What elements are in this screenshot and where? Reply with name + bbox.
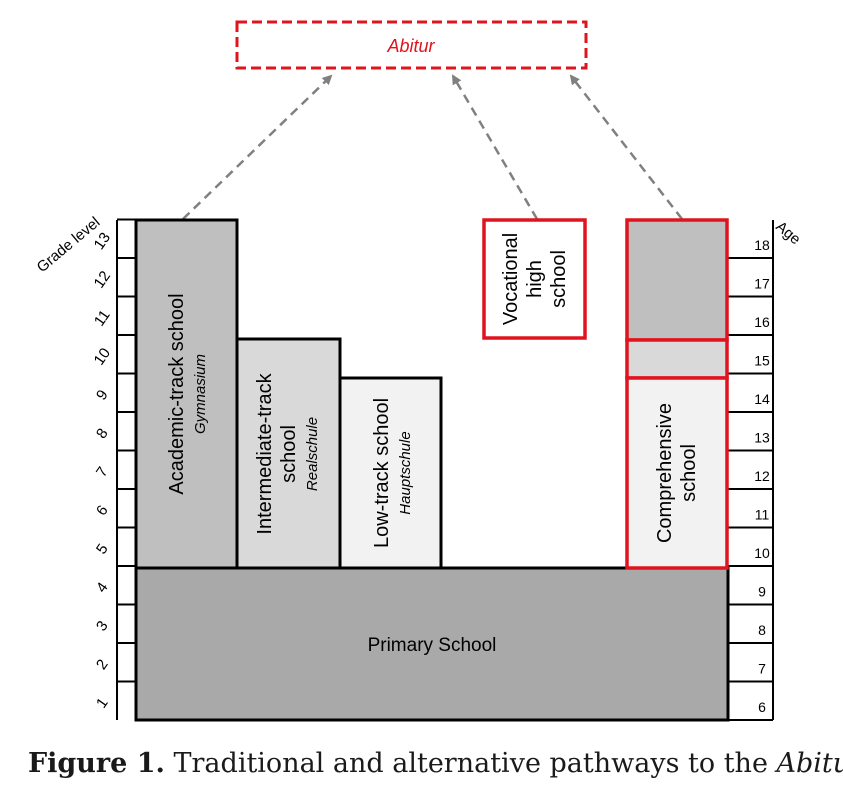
vocational-school-label: school <box>548 250 570 308</box>
arrow-comprehensive-to-abitur <box>569 74 683 220</box>
caption-label: Figure 1. <box>28 748 165 779</box>
intermediate-track-label: Intermediate-track <box>254 372 276 534</box>
low-track-box <box>338 376 443 570</box>
intermediate-track-box <box>235 337 342 570</box>
age-tick-label: 15 <box>754 353 770 369</box>
age-tick-label: 12 <box>754 468 770 484</box>
vocational-high-label: high <box>524 260 546 298</box>
academic-track-label: Academic-track school <box>166 293 188 494</box>
grade-tick-label: 12 <box>91 268 114 291</box>
age-tick-label: 7 <box>758 661 766 677</box>
arrow-vocational-to-abitur <box>451 74 539 220</box>
caption-text: Traditional and alternative pathways to … <box>164 748 777 779</box>
comprehensive-lower-box <box>625 376 729 570</box>
age-tick-label: 9 <box>758 584 766 600</box>
comprehensive-middle-box <box>625 338 729 380</box>
comprehensive-school-label: school <box>678 444 700 502</box>
grade-tick-label: 7 <box>93 464 112 481</box>
age-tick-label: 10 <box>754 545 770 561</box>
comprehensive-upper-box <box>625 218 729 342</box>
primary-school-box <box>134 566 730 722</box>
low-track-german: Hauptschule <box>397 431 414 514</box>
age-tick-label: 11 <box>755 507 770 523</box>
abitur-box <box>235 20 588 70</box>
primary-school-label: Primary School <box>368 635 497 656</box>
grade-tick-label: 13 <box>91 229 114 252</box>
caption-italic: Abitur <box>776 748 843 779</box>
vocational-high-school-box <box>482 218 587 340</box>
age-tick-label: 17 <box>754 276 770 292</box>
grade-tick-label: 4 <box>93 579 112 596</box>
grade-tick-label: 6 <box>93 502 112 519</box>
figure-caption: Figure 1. Traditional and alternative pa… <box>28 748 843 779</box>
age-axis-title: Age <box>772 218 803 248</box>
age-tick-label: 14 <box>754 391 770 407</box>
grade-tick-label: 10 <box>91 345 114 368</box>
grade-tick-label: 9 <box>93 387 112 404</box>
abitur-label: Abitur <box>386 36 435 56</box>
grade-tick-label: 2 <box>93 656 112 673</box>
age-tick-label: 13 <box>754 430 770 446</box>
intermediate-track-german: Realschule <box>304 417 321 491</box>
arrow-academic-to-abitur <box>182 74 333 220</box>
intermediate-track-school: school <box>278 425 300 483</box>
vocational-label: Vocational <box>500 233 522 325</box>
academic-track-german: Gymnasium <box>192 354 209 434</box>
grade-tick-label: 1 <box>93 695 112 712</box>
age-tick-label: 16 <box>754 314 770 330</box>
academic-track-box <box>134 218 239 570</box>
grade-tick-label: 8 <box>93 425 112 442</box>
age-tick-label: 6 <box>758 699 766 715</box>
grade-tick-label: 3 <box>93 618 112 635</box>
grade-tick-label: 11 <box>91 307 114 330</box>
comprehensive-label: Comprehensive <box>654 403 676 543</box>
age-tick-label: 18 <box>754 237 770 253</box>
age-axis-ticks: 6 7 8 9 10 11 12 13 14 15 16 17 18 <box>727 237 773 721</box>
low-track-label: Low-track school <box>371 398 393 548</box>
grade-tick-label: 5 <box>93 541 112 558</box>
age-tick-label: 8 <box>758 622 766 638</box>
